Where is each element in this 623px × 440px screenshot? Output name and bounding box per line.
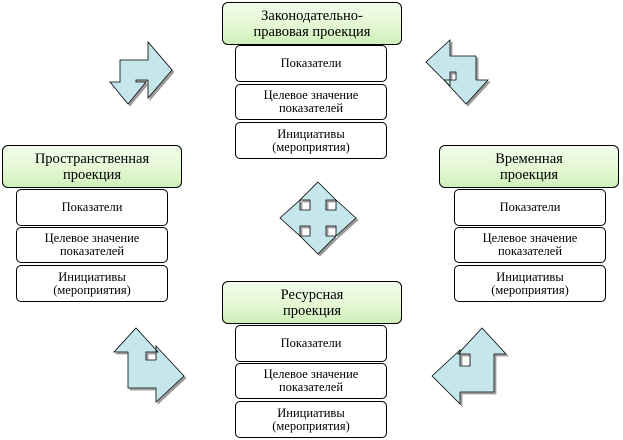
left-projection-title: Пространственная проекция bbox=[2, 145, 182, 188]
top-target-line2: показателей bbox=[278, 101, 344, 115]
left-title-line2: проекция bbox=[62, 166, 122, 183]
bottom-title-line2: проекция bbox=[282, 302, 342, 319]
right-initiatives-line1: Инициативы bbox=[496, 269, 564, 284]
bottom-initiatives-line2: (мероприятия) bbox=[272, 418, 350, 433]
bent-arrow-icon bbox=[431, 327, 507, 405]
left-target-line1: Целевое значение bbox=[44, 231, 140, 245]
right-initiatives-box: Инициативы (мероприятия) bbox=[454, 265, 606, 302]
bottom-indicators-box: Показатели bbox=[235, 325, 387, 362]
bottom-target-box: Целевое значение показателей bbox=[235, 363, 387, 399]
top-initiatives-line2: (мероприятия) bbox=[272, 139, 350, 154]
bottom-title-line1: Ресурсная bbox=[280, 286, 344, 303]
left-indicators-box: Показатели bbox=[16, 189, 168, 226]
bent-arrow-icon bbox=[113, 327, 185, 403]
bottom-projection-title: Ресурсная проекция bbox=[222, 281, 402, 324]
bottom-target-line2: показателей bbox=[278, 380, 344, 394]
left-indicators-label: Показатели bbox=[61, 200, 123, 214]
top-initiatives-box: Инициативы (мероприятия) bbox=[235, 122, 387, 159]
top-indicators-box: Показатели bbox=[235, 45, 387, 82]
bent-arrow-icon bbox=[109, 40, 173, 105]
bottom-initiatives-line1: Инициативы bbox=[277, 405, 345, 420]
four-way-arrow-icon bbox=[279, 181, 357, 255]
bottom-initiatives-box: Инициативы (мероприятия) bbox=[235, 401, 387, 438]
left-target-line2: показателей bbox=[59, 244, 125, 258]
right-target-line1: Целевое значение bbox=[482, 231, 578, 245]
bottom-indicators-label: Показатели bbox=[280, 336, 342, 350]
right-initiatives-line2: (мероприятия) bbox=[491, 282, 569, 297]
right-projection-title: Временная проекция bbox=[439, 145, 619, 188]
top-title-line1: Законодательно- bbox=[261, 7, 363, 24]
left-initiatives-line2: (мероприятия) bbox=[53, 282, 131, 297]
left-initiatives-line1: Инициативы bbox=[58, 269, 126, 284]
right-indicators-label: Показатели bbox=[499, 200, 561, 214]
right-title-line2: проекция bbox=[499, 166, 559, 183]
top-initiatives-line1: Инициативы bbox=[277, 126, 345, 141]
bent-arrow-icon bbox=[425, 39, 489, 105]
top-indicators-label: Показатели bbox=[280, 56, 342, 70]
right-target-box: Целевое значение показателей bbox=[454, 227, 606, 263]
bottom-target-line1: Целевое значение bbox=[263, 367, 359, 381]
right-indicators-box: Показатели bbox=[454, 189, 606, 226]
left-target-box: Целевое значение показателей bbox=[16, 227, 168, 263]
left-initiatives-box: Инициативы (мероприятия) bbox=[16, 265, 168, 302]
right-title-line1: Временная bbox=[495, 150, 563, 167]
top-projection-title: Законодательно- правовая проекция bbox=[222, 2, 402, 45]
top-target-line1: Целевое значение bbox=[263, 88, 359, 102]
right-target-line2: показателей bbox=[497, 244, 563, 258]
left-title-line1: Пространственная bbox=[34, 150, 150, 167]
top-target-box: Целевое значение показателей bbox=[235, 84, 387, 120]
top-title-line2: правовая проекция bbox=[253, 23, 371, 40]
